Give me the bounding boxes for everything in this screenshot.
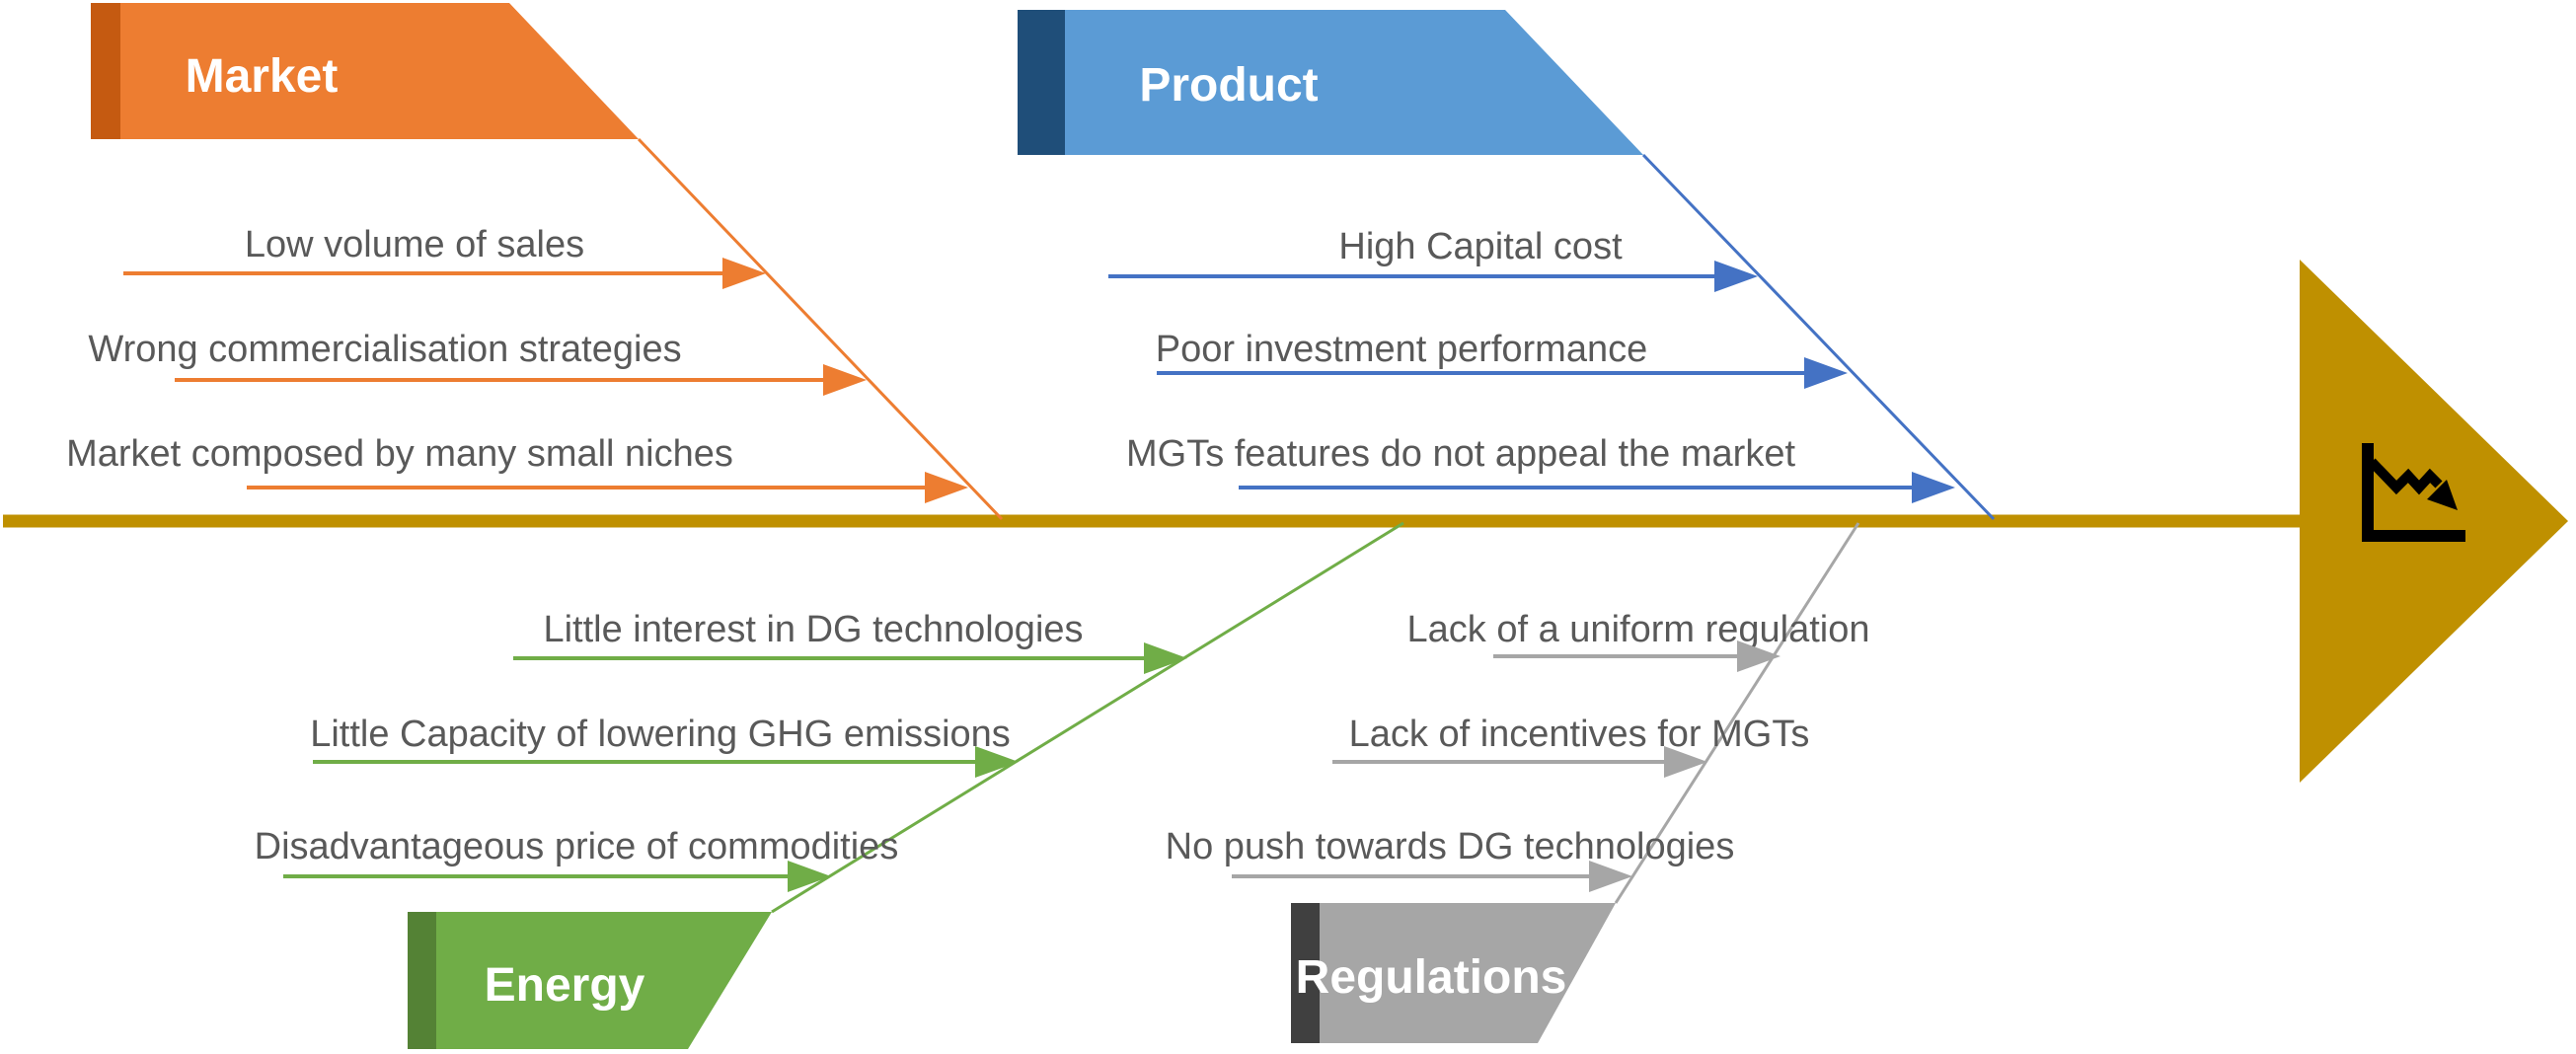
cause-text: Poor investment performance bbox=[1156, 329, 1647, 370]
category-regulations: Regulations Lack of a uniform regulation… bbox=[1166, 522, 1870, 1043]
cause-arrowhead-icon bbox=[1912, 472, 1955, 503]
effect-arrow bbox=[2300, 260, 2568, 783]
cause-arrowhead-icon bbox=[1714, 261, 1758, 292]
cause-text: Disadvantageous price of commodities bbox=[255, 826, 899, 867]
cause-row: Lack of a uniform regulation bbox=[1407, 609, 1870, 672]
cause-arrowhead-icon bbox=[1664, 746, 1707, 778]
cause-text: Wrong commercialisation strategies bbox=[88, 329, 681, 370]
banner-label-regulations: Regulations bbox=[1296, 951, 1567, 1004]
category-product: Product High Capital cost Poor investmen… bbox=[1018, 10, 1996, 521]
cause-arrowhead-icon bbox=[1144, 642, 1187, 674]
cause-arrowhead-icon bbox=[1737, 640, 1780, 672]
cause-row: Market composed by many small niches bbox=[66, 433, 968, 503]
cause-row: MGTs features do not appeal the market bbox=[1126, 433, 1955, 503]
cause-text: Lack of a uniform regulation bbox=[1407, 609, 1870, 650]
chart-axes bbox=[2362, 443, 2465, 542]
cause-text: Little Capacity of lowering GHG emission… bbox=[310, 714, 1011, 755]
cause-arrowhead-icon bbox=[925, 472, 968, 503]
category-banner-market bbox=[120, 3, 639, 139]
category-diagonal-regulations bbox=[1614, 522, 1860, 904]
cause-text: No push towards DG technologies bbox=[1166, 826, 1735, 867]
cause-arrowhead-icon bbox=[975, 746, 1019, 778]
banner-label-market: Market bbox=[186, 50, 339, 103]
category-market: Market Low volume of sales Wrong commerc… bbox=[66, 3, 1004, 521]
cause-row: Little Capacity of lowering GHG emission… bbox=[310, 714, 1019, 778]
cause-row: Low volume of sales bbox=[123, 224, 766, 289]
category-diagonal-product bbox=[1641, 153, 1996, 521]
category-banner-energy bbox=[436, 912, 772, 1049]
chart-declining-line bbox=[2368, 458, 2443, 495]
cause-text: Low volume of sales bbox=[245, 224, 584, 265]
chart-arrowhead bbox=[2427, 480, 2458, 510]
cause-row: Wrong commercialisation strategies bbox=[88, 329, 867, 396]
declining-chart-icon bbox=[2362, 443, 2465, 542]
category-diagonal-energy bbox=[771, 521, 1404, 914]
cause-text: Little interest in DG technologies bbox=[543, 609, 1083, 650]
category-banner-regulations bbox=[1320, 903, 1616, 1043]
cause-row: Little interest in DG technologies bbox=[513, 609, 1187, 674]
banner-label-energy: Energy bbox=[485, 959, 645, 1012]
cause-text: High Capital cost bbox=[1338, 226, 1623, 267]
cause-arrowhead-icon bbox=[823, 364, 867, 396]
banner-label-product: Product bbox=[1139, 59, 1318, 112]
cause-arrowhead-icon bbox=[1804, 357, 1848, 389]
cause-row: Lack of incentives for MGTs bbox=[1332, 714, 1809, 778]
banner-stripe-market bbox=[91, 3, 120, 139]
cause-text: Market composed by many small niches bbox=[66, 433, 733, 475]
cause-row: Poor investment performance bbox=[1156, 329, 1848, 389]
cause-arrowhead-icon bbox=[1589, 861, 1632, 892]
category-diagonal-market bbox=[637, 137, 1004, 521]
cause-row: Disadvantageous price of commodities bbox=[255, 826, 899, 892]
cause-text: Lack of incentives for MGTs bbox=[1349, 714, 1810, 755]
effect-arrow-shape bbox=[2300, 260, 2568, 783]
cause-row: High Capital cost bbox=[1108, 226, 1758, 292]
banner-stripe-product bbox=[1018, 10, 1065, 155]
cause-arrowhead-icon bbox=[788, 861, 831, 892]
cause-row: No push towards DG technologies bbox=[1166, 826, 1735, 892]
category-banner-product bbox=[1065, 10, 1643, 155]
banner-stripe-energy bbox=[408, 912, 436, 1049]
banner-stripe-regulations bbox=[1291, 903, 1320, 1043]
cause-text: MGTs features do not appeal the market bbox=[1126, 433, 1795, 475]
cause-arrowhead-icon bbox=[722, 258, 766, 289]
category-energy: Energy Little interest in DG technologie… bbox=[255, 521, 1404, 1049]
